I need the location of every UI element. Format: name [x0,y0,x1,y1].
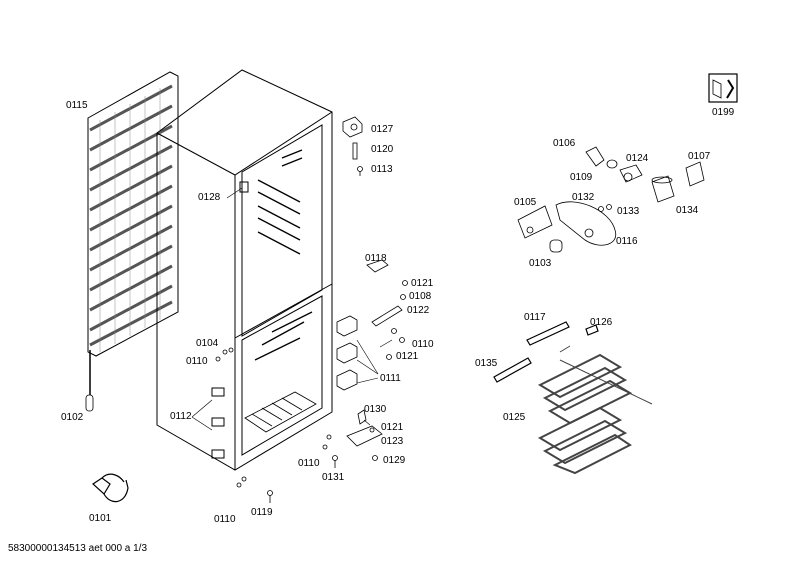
part-label-0121: 0121 [411,278,434,289]
part-label-0101: 0101 [89,513,112,524]
part-label-0112: 0112 [170,411,192,422]
part-label-0132: 0132 [572,192,595,203]
part-label-0127: 0127 [371,124,394,135]
part-label-0111: 0111 [380,373,401,384]
fridge-cabinet [156,69,333,471]
part-label-0115: 0115 [66,100,88,111]
document-reference: 58300000134513 aet 000 a 1/3 [8,543,148,554]
heater-element [537,345,653,475]
part-label-0121: 0121 [381,422,404,433]
part-label-0128: 0128 [198,192,221,203]
part-label-0131: 0131 [322,472,345,483]
part-label-0134: 0134 [676,205,699,216]
part-label-0126: 0126 [590,317,613,328]
part-label-0125: 0125 [503,412,526,423]
part-label-0135: 0135 [475,358,498,369]
part-label-0103: 0103 [529,258,552,269]
part-label-0122: 0122 [407,305,430,316]
small-parts-cabinet [215,116,408,503]
part-label-0124: 0124 [626,153,649,164]
part-label-0118: 0118 [365,253,387,264]
part-label-0106: 0106 [553,138,576,149]
part-label-0120: 0120 [371,144,394,155]
part-label-0133: 0133 [617,206,640,217]
lamp-assembly-parts [517,146,705,253]
part-label-0102: 0102 [61,412,84,423]
part-label-0199: 0199 [712,107,735,118]
part-label-0117: 0117 [524,312,546,323]
part-label-0105: 0105 [514,197,537,208]
part-label-0123: 0123 [381,436,404,447]
part-label-0121: 0121 [396,351,419,362]
part-label-0113: 0113 [371,164,393,175]
manual-icon [708,73,738,103]
leader-lines [191,187,393,431]
part-label-0107: 0107 [688,151,711,162]
part-label-0110: 0110 [214,514,236,525]
power-cord [92,473,129,503]
part-label-0110: 0110 [412,339,434,350]
condenser-coil [85,71,179,412]
part-label-0116: 0116 [616,236,638,247]
part-label-0129: 0129 [383,455,406,466]
part-label-0104: 0104 [196,338,219,349]
part-label-0109: 0109 [570,172,593,183]
part-label-0110: 0110 [298,458,320,469]
part-label-0110: 0110 [186,356,208,367]
part-label-0130: 0130 [364,404,387,415]
tube-parts [493,321,599,383]
part-label-0119: 0119 [251,507,273,518]
part-label-0108: 0108 [409,291,432,302]
